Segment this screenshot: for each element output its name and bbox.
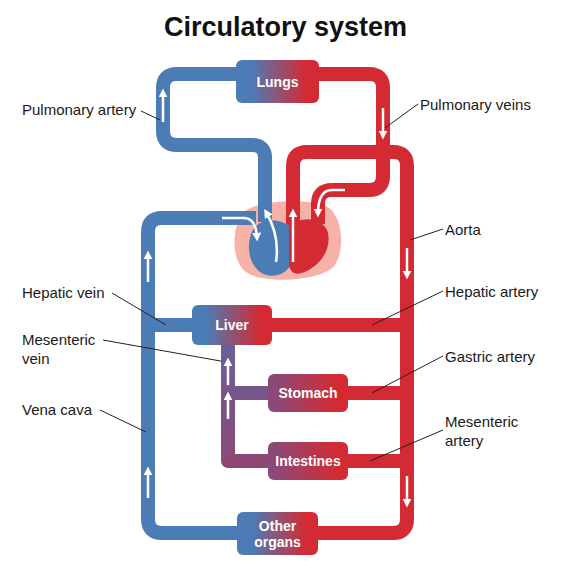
vessel-label: Vena cava — [22, 400, 132, 419]
heart-left-side — [289, 219, 329, 274]
leader-line — [100, 410, 146, 432]
organ-name: Liver — [215, 317, 248, 333]
vessel-label: Hepatic vein — [22, 283, 142, 302]
flow-arrow — [406, 476, 409, 504]
connector-group — [228, 345, 268, 461]
organ-box: Lungs — [236, 60, 319, 103]
vessel-group — [148, 74, 407, 533]
organ-box: Liver — [192, 305, 272, 345]
leader-line — [112, 293, 166, 325]
vessel-label: Pulmonary veins — [420, 95, 565, 114]
flow-arrow — [382, 108, 385, 136]
diagram-title: Circulatory system — [0, 11, 571, 43]
flow-arrow — [227, 361, 230, 385]
vessel-label: Mesenteric artery — [445, 412, 545, 450]
connector-head-group — [228, 361, 229, 419]
leader-group — [100, 104, 443, 461]
mesenteric-artery-vessel — [346, 454, 407, 468]
hepatic-artery-vessel — [270, 318, 407, 332]
organ-name: Intestines — [275, 453, 340, 469]
flow-arrow — [406, 248, 409, 276]
leader-line — [370, 430, 443, 461]
flow-arrow — [318, 190, 345, 214]
vena-cava-vessel — [148, 218, 256, 533]
organ-name: Stomach — [278, 385, 337, 401]
vessel-label: Mesenteric vein — [22, 330, 112, 368]
leader-line — [410, 229, 443, 240]
leader-line — [372, 356, 443, 393]
flow-arrow — [292, 212, 295, 262]
flow-arrow — [147, 470, 150, 498]
leader-line — [385, 104, 418, 128]
organ-name: Lungs — [257, 74, 299, 90]
vessel-label: Aorta — [445, 220, 555, 239]
flow-arrow-group — [148, 92, 407, 504]
flow-arrow — [222, 218, 257, 238]
gastric-artery-vessel — [346, 386, 407, 400]
flow-arrow — [147, 254, 150, 282]
leader-line — [372, 291, 443, 325]
organ-name: Other organs — [241, 518, 314, 550]
vessel-label: Hepatic artery — [445, 282, 565, 301]
organ-box: Stomach — [268, 374, 348, 412]
flow-arrow — [266, 212, 277, 262]
leader-line — [141, 111, 160, 120]
organ-box: Intestines — [268, 442, 348, 480]
flow-arrow — [162, 92, 165, 122]
vessel-label: Pulmonary artery — [22, 100, 162, 119]
mesenteric-vein-connector — [228, 345, 268, 461]
flow-arrow — [227, 395, 230, 419]
hepatic-vein-vessel — [148, 318, 194, 332]
organ-box: Other organs — [237, 512, 318, 555]
vessel-label: Gastric artery — [445, 347, 565, 366]
